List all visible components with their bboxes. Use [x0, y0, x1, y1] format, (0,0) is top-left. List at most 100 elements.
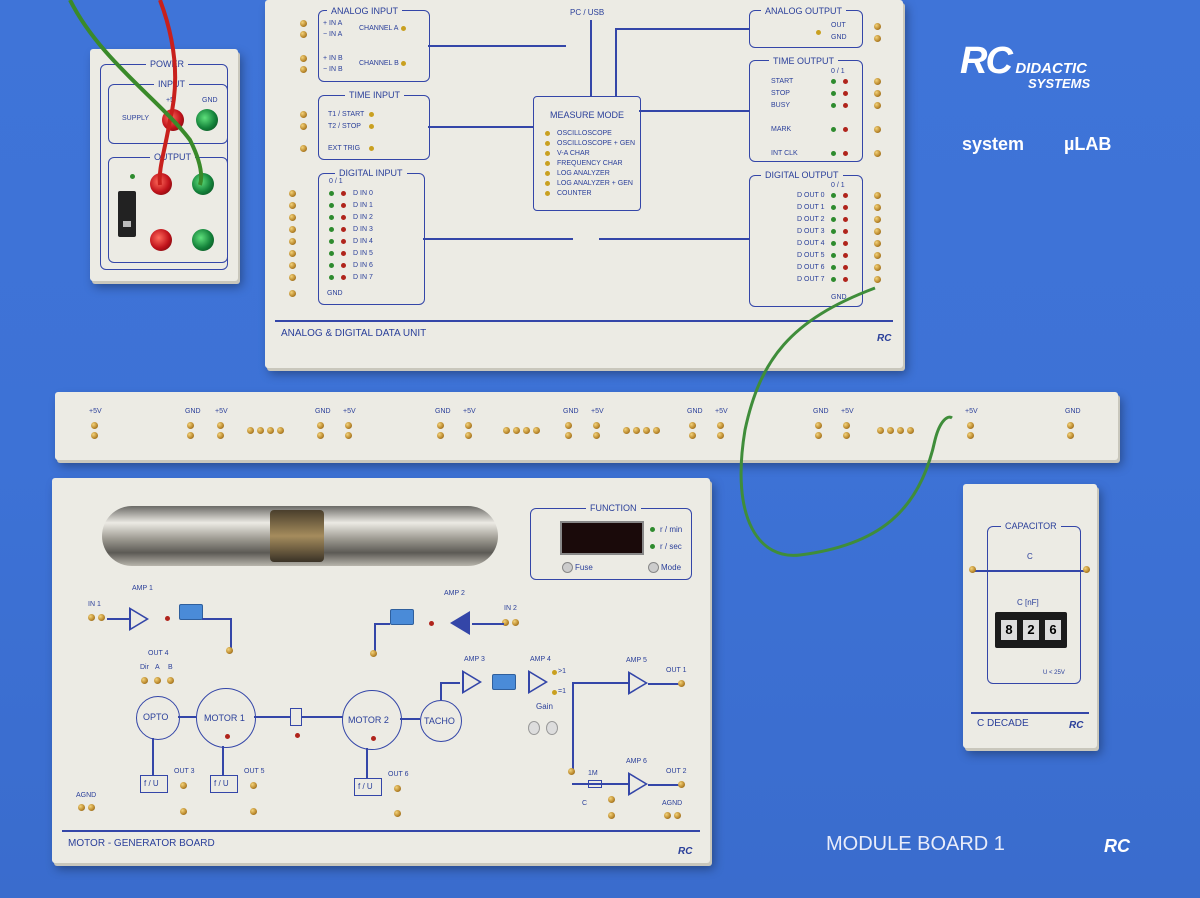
rail-jack[interactable]: [187, 422, 194, 429]
rail-bus-jack[interactable]: [877, 427, 884, 434]
rail-jack[interactable]: [345, 422, 352, 429]
rail-jack-2[interactable]: [217, 432, 224, 439]
in-a-minus-jack[interactable]: [300, 31, 307, 38]
din-jack[interactable]: [289, 202, 296, 209]
rail-jack-2[interactable]: [717, 432, 724, 439]
rail-jack-2[interactable]: [843, 432, 850, 439]
rail-jack-2[interactable]: [689, 432, 696, 439]
rail-jack-2[interactable]: [465, 432, 472, 439]
rail-jack[interactable]: [717, 422, 724, 429]
dout-jack[interactable]: [874, 192, 881, 199]
rail-jack-2[interactable]: [593, 432, 600, 439]
gnd-jack-1[interactable]: [180, 808, 187, 815]
rail-jack[interactable]: [91, 422, 98, 429]
rail-bus-jack[interactable]: [533, 427, 540, 434]
out3-jack[interactable]: [180, 782, 187, 789]
time-out-jack[interactable]: [874, 126, 881, 133]
rail-bus-jack[interactable]: [887, 427, 894, 434]
din-jack[interactable]: [289, 190, 296, 197]
rail-jack[interactable]: [465, 422, 472, 429]
rail-jack[interactable]: [689, 422, 696, 429]
rail-bus-jack[interactable]: [267, 427, 274, 434]
rail-jack[interactable]: [843, 422, 850, 429]
din-jack[interactable]: [289, 238, 296, 245]
amp6-in-jack[interactable]: [568, 768, 575, 775]
dout-jack[interactable]: [874, 252, 881, 259]
dir-jack[interactable]: [141, 677, 148, 684]
agnd-r-jack-1[interactable]: [664, 812, 671, 819]
amp1-switch[interactable]: [179, 604, 203, 620]
input-gnd-jack[interactable]: [196, 109, 218, 131]
rail-bus-jack[interactable]: [503, 427, 510, 434]
out5-jack[interactable]: [250, 782, 257, 789]
output-red-jack-2[interactable]: [150, 229, 172, 251]
time-out-jack[interactable]: [874, 90, 881, 97]
rail-bus-jack[interactable]: [907, 427, 914, 434]
rail-bus-jack[interactable]: [247, 427, 254, 434]
thumbwheel[interactable]: 8 2 6: [995, 612, 1067, 648]
rail-jack-2[interactable]: [187, 432, 194, 439]
agnd-r-jack-2[interactable]: [674, 812, 681, 819]
cap-jack-right[interactable]: [1083, 566, 1090, 573]
gnd-jack-2[interactable]: [250, 808, 257, 815]
digit-1[interactable]: 8: [1001, 620, 1017, 640]
rail-bus-jack[interactable]: [633, 427, 640, 434]
rail-jack[interactable]: [217, 422, 224, 429]
time-out-jack[interactable]: [874, 102, 881, 109]
out2-jack[interactable]: [678, 781, 685, 788]
amp2-switch[interactable]: [390, 609, 414, 625]
t1-jack[interactable]: [300, 111, 307, 118]
dout-jack[interactable]: [874, 276, 881, 283]
din-jack[interactable]: [289, 250, 296, 257]
rail-bus-jack[interactable]: [897, 427, 904, 434]
output-green-jack-2[interactable]: [192, 229, 214, 251]
din-jack[interactable]: [289, 214, 296, 221]
digit-3[interactable]: 6: [1045, 620, 1061, 640]
dout-jack[interactable]: [874, 240, 881, 247]
out6-jack[interactable]: [394, 785, 401, 792]
in-b-minus-jack[interactable]: [300, 66, 307, 73]
rail-jack[interactable]: [565, 422, 572, 429]
gain-button-2[interactable]: [546, 721, 558, 735]
dout-jack[interactable]: [874, 228, 881, 235]
rail-jack[interactable]: [317, 422, 324, 429]
amp3-switch[interactable]: [492, 674, 516, 690]
rail-bus-jack[interactable]: [277, 427, 284, 434]
dout-jack[interactable]: [874, 204, 881, 211]
in1-jack-2[interactable]: [98, 614, 105, 621]
mode-button[interactable]: [648, 562, 659, 573]
dout-jack[interactable]: [874, 216, 881, 223]
in2-jack[interactable]: [502, 619, 509, 626]
m2-jack[interactable]: [370, 650, 377, 657]
gain-button-1[interactable]: [528, 721, 540, 735]
agnd-l-jack-1[interactable]: [78, 804, 85, 811]
output-red-jack-1[interactable]: [150, 173, 172, 195]
ext-trig-jack[interactable]: [300, 145, 307, 152]
in2-jack-2[interactable]: [512, 619, 519, 626]
time-out-jack[interactable]: [874, 150, 881, 157]
time-out-jack[interactable]: [874, 78, 881, 85]
rail-jack-2[interactable]: [967, 432, 974, 439]
rail-jack[interactable]: [815, 422, 822, 429]
in1-jack[interactable]: [88, 614, 95, 621]
rail-bus-jack[interactable]: [653, 427, 660, 434]
din-jack[interactable]: [289, 262, 296, 269]
din-jack[interactable]: [289, 274, 296, 281]
rail-bus-jack[interactable]: [523, 427, 530, 434]
c-jack-2[interactable]: [608, 812, 615, 819]
rail-jack-2[interactable]: [565, 432, 572, 439]
input-plus5-jack[interactable]: [162, 109, 184, 131]
rail-bus-jack[interactable]: [257, 427, 264, 434]
b-jack[interactable]: [167, 677, 174, 684]
din-jack[interactable]: [289, 226, 296, 233]
dout-jack[interactable]: [874, 264, 881, 271]
cap-jack-left[interactable]: [969, 566, 976, 573]
in-a-plus-jack[interactable]: [300, 20, 307, 27]
rail-bus-jack[interactable]: [643, 427, 650, 434]
ao-gnd-jack[interactable]: [874, 35, 881, 42]
ao-out-jack[interactable]: [874, 23, 881, 30]
rail-jack-2[interactable]: [437, 432, 444, 439]
rail-bus-jack[interactable]: [623, 427, 630, 434]
power-switch[interactable]: [118, 191, 136, 237]
m1-jack[interactable]: [226, 647, 233, 654]
